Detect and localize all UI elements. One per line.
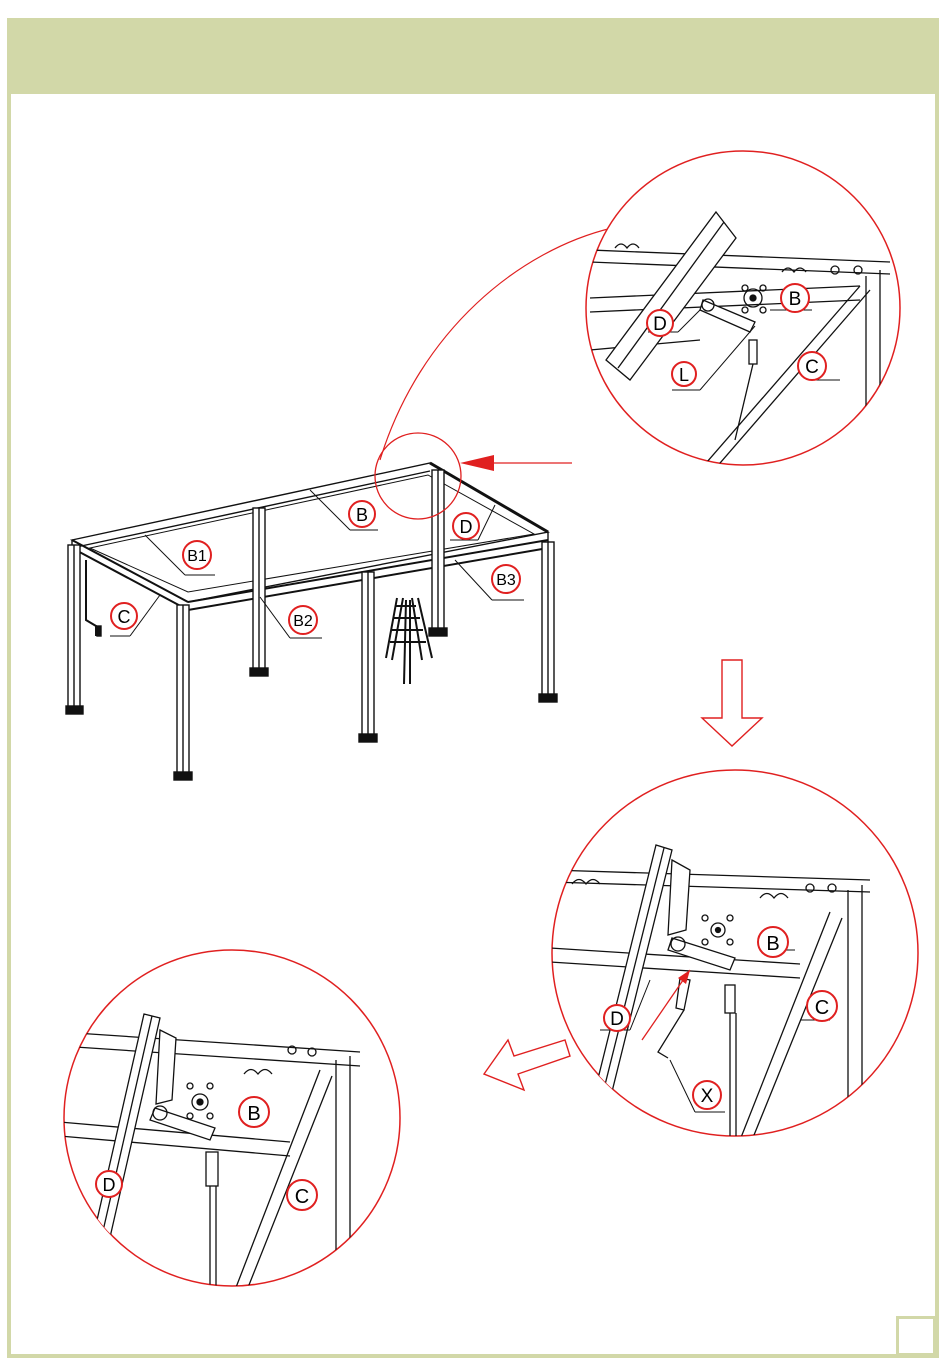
detail2-label-c: C (815, 997, 829, 1019)
detail-3: B D C (60, 950, 400, 1290)
detail-2: B D X C (550, 770, 918, 1140)
label-b1: B1 (187, 548, 207, 565)
label-b2: B2 (293, 613, 313, 630)
label-b: B (356, 505, 368, 525)
detail3-label-b: B (247, 1103, 260, 1125)
detail2-label-d: D (610, 1009, 624, 1030)
detail2-label-x: X (701, 1086, 714, 1107)
label-d: D (460, 517, 473, 537)
hollow-arrow-down-icon (702, 660, 762, 746)
detail3-label-c: C (295, 1186, 309, 1208)
ladder-icon (386, 598, 432, 684)
detail1-label-l: L (679, 365, 689, 385)
detail1-label-d: D (653, 314, 667, 335)
zoom-connector-line (380, 228, 612, 460)
label-c: C (118, 607, 131, 627)
detail3-label-d: D (103, 1175, 116, 1195)
detail-1: B D L C (586, 151, 900, 470)
detail1-label-b: B (789, 289, 802, 310)
label-b3: B3 (496, 572, 516, 589)
hollow-arrow-down-left-icon (484, 1040, 570, 1090)
red-pointer-arrow-icon (460, 455, 572, 471)
detail1-label-c: C (805, 357, 819, 378)
detail2-label-b: B (766, 933, 779, 955)
